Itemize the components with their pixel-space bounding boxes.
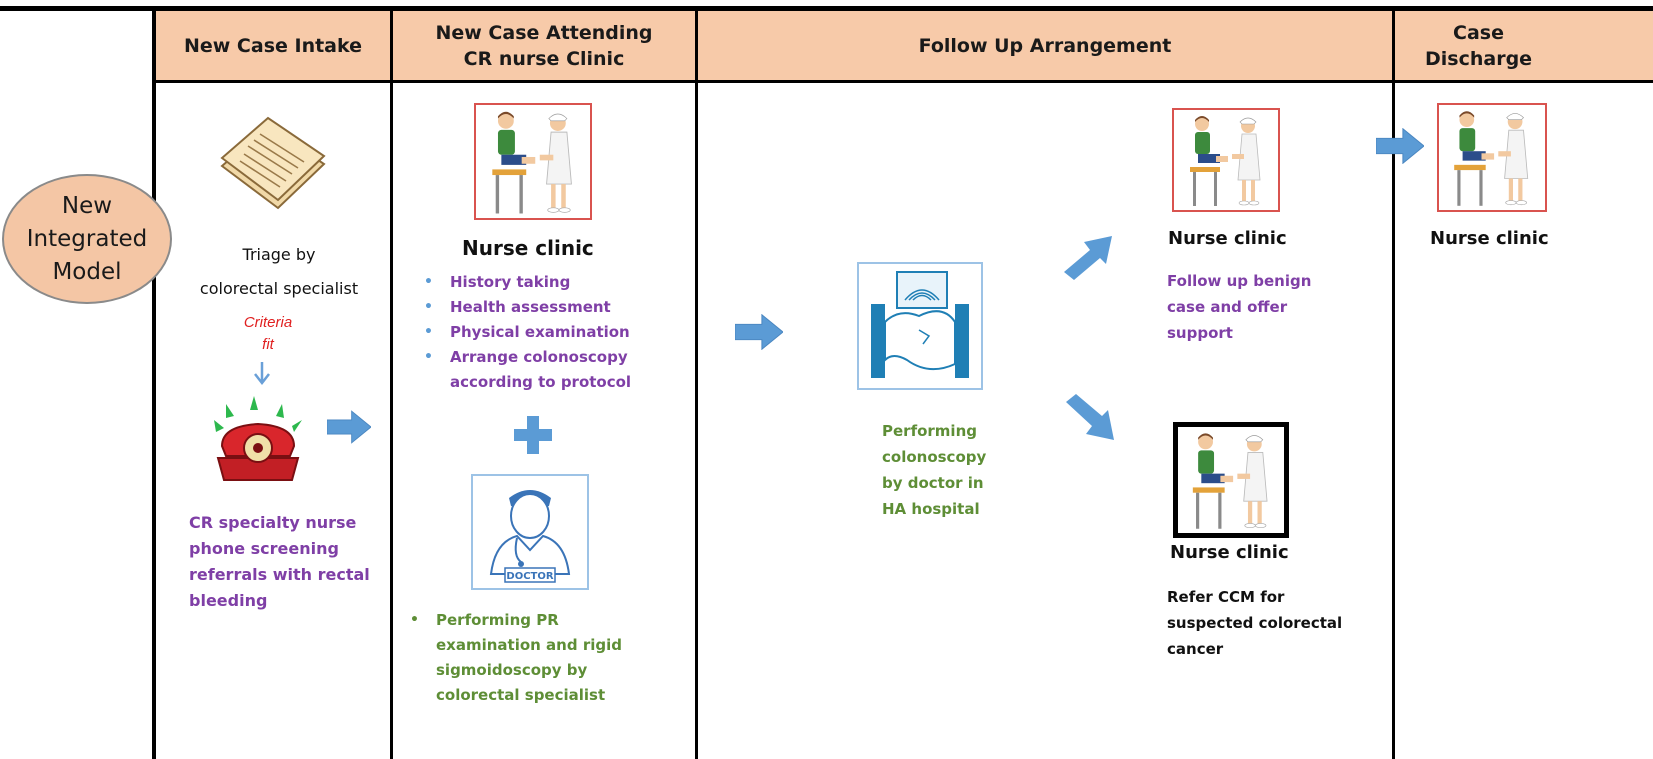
refer-nurse-clinic-title: Nurse clinic [1170, 542, 1289, 563]
header-new-case-intake: New Case Intake [156, 11, 390, 80]
colonoscopy-image [857, 262, 983, 390]
column-divider-4 [1392, 6, 1395, 759]
column-divider-1 [152, 6, 156, 759]
refer-ccm-text: Refer CCM for suspected colorectal cance… [1167, 588, 1343, 658]
benign-nurse-clinic-title: Nurse clinic [1168, 228, 1287, 249]
column-divider-2 [390, 6, 393, 759]
refer-nurse-image [1173, 422, 1289, 538]
discharge-nurse-image [1437, 103, 1547, 212]
header-follow-up-arrangement: Follow Up Arrangement [698, 11, 1392, 80]
new-integrated-model-oval: New Integrated Model [2, 174, 172, 304]
header-case-discharge: Case Discharge [1395, 11, 1653, 80]
task-physical-examination: Physical examination [424, 320, 684, 345]
triage-text: Triage by colorectal specialist [199, 245, 359, 298]
criteria-fit-text: Criteria fit [243, 314, 293, 353]
nurse-clinic-image [474, 103, 592, 220]
doctor-tasks-list: Performing PR examination and rigid sigm… [410, 608, 680, 708]
plus-icon [512, 414, 554, 456]
arrow-down-right [1062, 392, 1122, 444]
top-border [0, 6, 1653, 11]
down-arrow-icon [252, 360, 272, 386]
attending-tasks-list: History taking Health assessment Physica… [424, 270, 684, 395]
task-history-taking: History taking [424, 270, 684, 295]
doctor-badge-text: DOCTOR [506, 571, 553, 582]
arrow-up-right [1060, 232, 1120, 282]
discharge-nurse-clinic-title: Nurse clinic [1430, 228, 1549, 249]
header-divider [152, 80, 1653, 83]
arrow-right-intake [327, 410, 371, 444]
benign-nurse-image [1172, 108, 1280, 212]
arrow-right-followup [735, 314, 783, 350]
colonoscopy-text: Performing colonoscopy by doctor in HA h… [882, 422, 987, 518]
benign-followup-text: Follow up benign case and offer support [1167, 272, 1312, 342]
attending-nurse-clinic-title: Nurse clinic [462, 236, 594, 260]
header-new-case-attending: New Case Attending CR nurse Clinic [393, 11, 695, 80]
arrow-right-discharge [1376, 128, 1424, 164]
column-divider-3 [695, 6, 698, 759]
documents-icon [212, 108, 332, 218]
task-health-assessment: Health assessment [424, 295, 684, 320]
phone-screening-text: CR specialty nurse phone screening refer… [189, 513, 370, 610]
task-pr-examination: Performing PR examination and rigid sigm… [410, 608, 680, 708]
task-arrange-colonoscopy: Arrange colonoscopy according to protoco… [424, 345, 684, 395]
doctor-image: DOCTOR [471, 474, 589, 590]
ringing-phone-icon [198, 386, 318, 486]
